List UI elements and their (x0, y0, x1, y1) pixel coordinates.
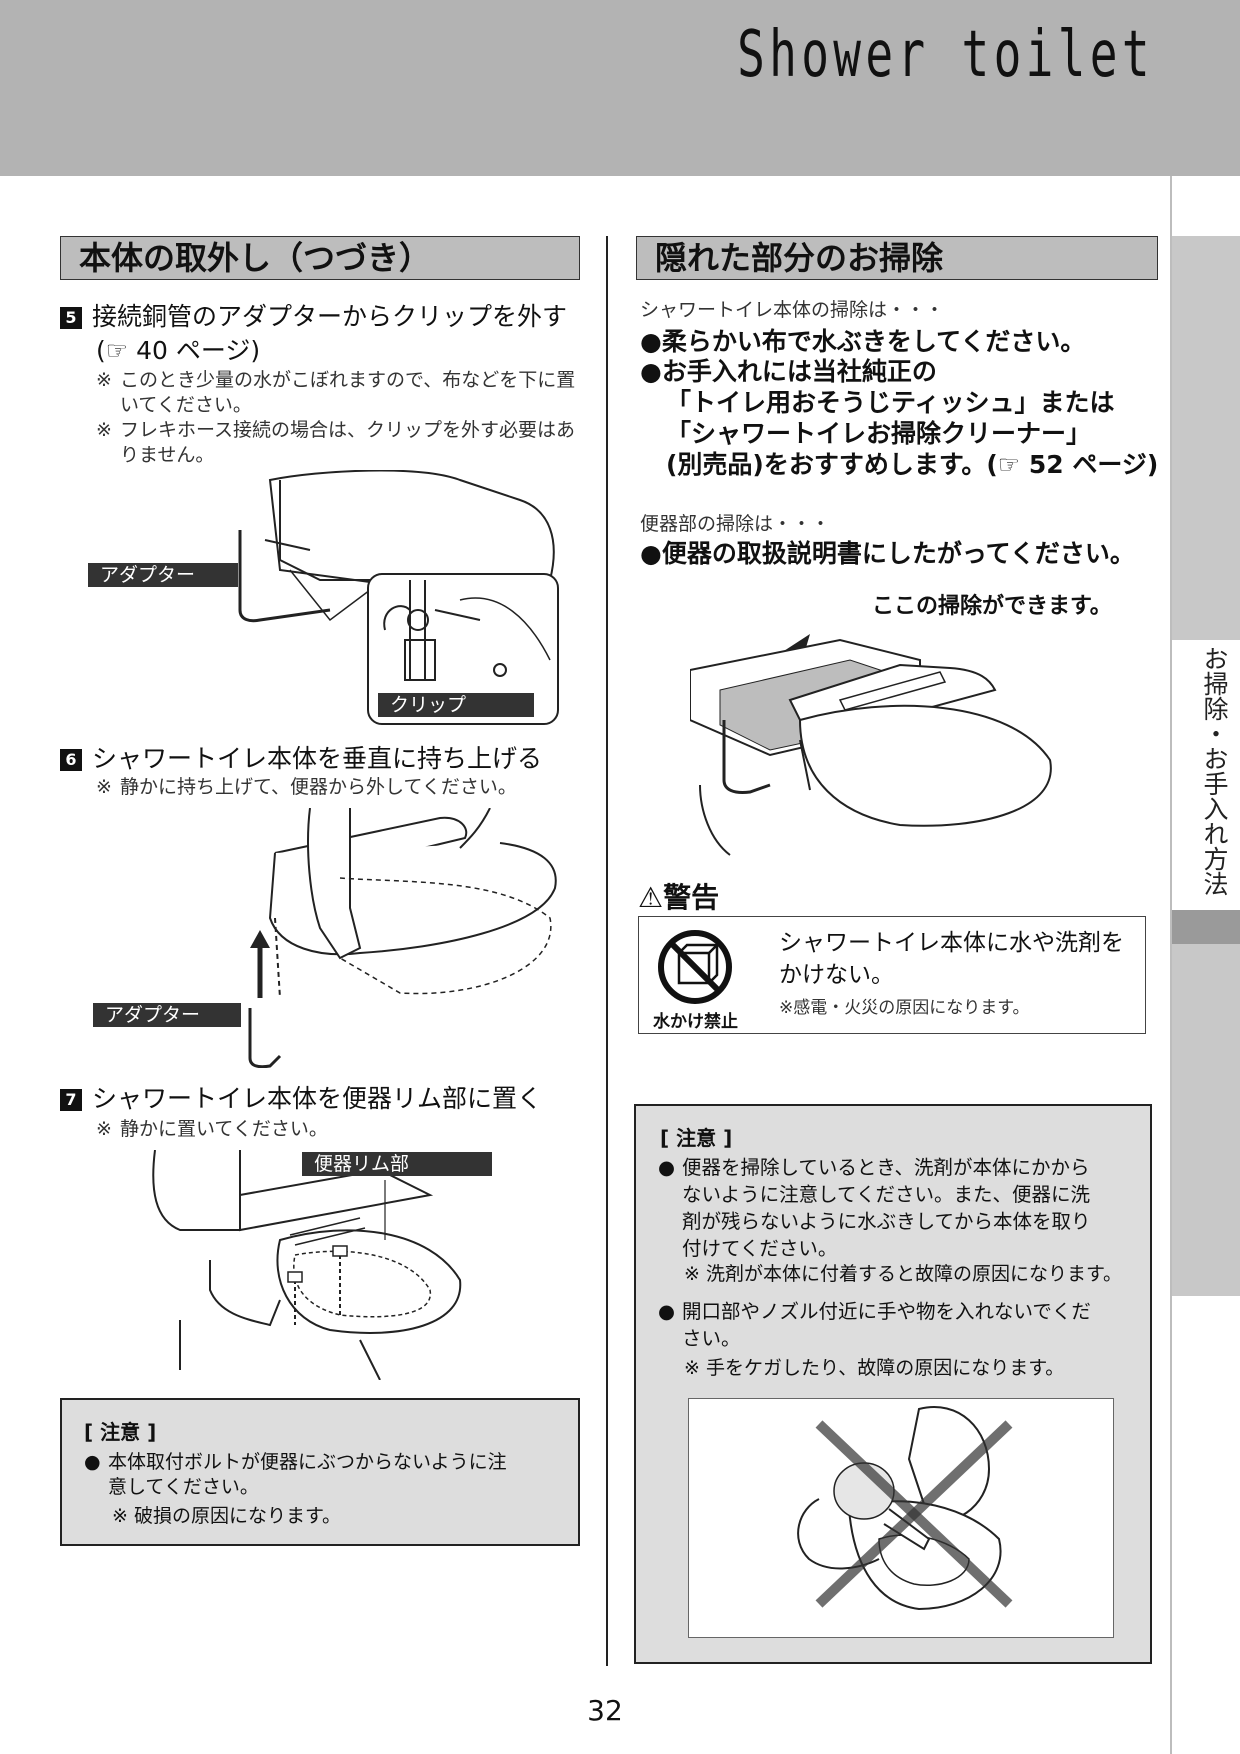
hand-in-nozzle-illustration (797, 1406, 1013, 1611)
warning-heading: ⚠警告 (638, 881, 720, 914)
page-number: 32 (587, 1694, 623, 1727)
bullet-genuine-products: ●お手入れには当社純正の 「トイレ用おそうじティッシュ」または 「シャワートイレ… (640, 357, 1159, 479)
step-number: 5 (60, 307, 82, 329)
cleanable-callout: ここの掃除ができます。 (872, 594, 1112, 619)
side-tab-marker (1172, 910, 1240, 944)
label-adapter-1: アダプター (88, 563, 238, 587)
caution-item-1: ● 便器を掃除しているとき、洗剤が本体にかから ないように注意してください。また… (658, 1156, 1091, 1260)
step-6-title: シャワートイレ本体を垂直に持ち上げる (92, 744, 543, 773)
step-5-ref: (☞ 40 ページ) (96, 336, 261, 365)
warning-sub: ※感電・火災の原因になります。 (779, 998, 1030, 1018)
intro-body-cleaning: シャワートイレ本体の掃除は・・・ (640, 299, 945, 321)
step-7: 7 シャワートイレ本体を便器リム部に置く (60, 1082, 600, 1115)
hidden-part-illustration (690, 634, 1052, 856)
step-7-title: シャワートイレ本体を便器リム部に置く (92, 1084, 543, 1113)
warning-box: 水かけ禁止 シャワートイレ本体に水や洗剤を かけない。 ※感電・火災の原因になり… (638, 916, 1146, 1034)
caution-sub-1: ※ 洗剤が本体に付着すると故障の原因になります。 (684, 1263, 1123, 1285)
bullet-soft-cloth: ●柔らかい布で水ぶきをしてください。 (640, 327, 1086, 356)
caution-item: ●本体取付ボルトが便器にぶつからないように注意してください。 (84, 1451, 507, 1498)
label-adapter-2: アダプター (93, 1003, 241, 1027)
caution-item-2: ● 開口部やノズル付近に手や物を入れないでくだ さい。 (658, 1300, 1091, 1350)
side-index-tab (1172, 236, 1240, 1296)
bullet-bowl-manual: ●便器の取扱説明書にしたがってください。 (640, 539, 1135, 568)
page-header: Shower toilet (0, 0, 1240, 176)
step-5-note-2: ※フレキホース接続の場合は、クリップを外す必要はありません。 (96, 419, 576, 466)
step-number: 6 (60, 749, 82, 771)
step-6-note: ※静かに持ち上げて、便器から外してください。 (96, 776, 517, 798)
left-caution-box: [ 注意 ] ●本体取付ボルトが便器にぶつからないように注意してください。 ※ … (60, 1398, 580, 1546)
caution-title: [ 注意 ] (660, 1126, 733, 1150)
warning-text: シャワートイレ本体に水や洗剤を かけない。 (779, 930, 1124, 988)
warning-triangle-icon: ⚠ (638, 881, 664, 914)
step-6: 6 シャワートイレ本体を垂直に持ち上げる (60, 742, 600, 775)
adapter-clip-illustration (238, 470, 559, 725)
caution-sub: ※ 破損の原因になります。 (112, 1505, 342, 1527)
step-5: 5 接続銅管のアダプターからクリップを外す (60, 300, 590, 333)
right-edge-rule (1170, 176, 1172, 1754)
caution-title: [ 注意 ] (84, 1420, 157, 1444)
left-section-title: 本体の取外し（つづき） (60, 236, 580, 280)
intro-bowl-cleaning: 便器部の掃除は・・・ (640, 513, 831, 535)
step-5-title: 接続銅管のアダプターからクリップを外す (92, 302, 568, 331)
step-5-note-1: ※このとき少量の水がこぼれますので、布などを下に置いてください。 (96, 369, 576, 416)
side-tab-label: お掃除・お手入れ方法 (1200, 646, 1229, 896)
right-section-title: 隠れた部分のお掃除 (636, 236, 1158, 280)
right-caution-box: [ 注意 ] ● 便器を掃除しているとき、洗剤が本体にかから ないように注意して… (634, 1104, 1152, 1664)
no-water-label: 水かけ禁止 (653, 1012, 738, 1032)
label-rim: 便器リム部 (302, 1152, 492, 1176)
caution-sub-2: ※ 手をケガしたり、故障の原因になります。 (684, 1357, 1065, 1379)
lift-seat-illustration (248, 808, 557, 1068)
column-divider (606, 236, 608, 1666)
side-tab-active (1172, 640, 1240, 942)
brand-logo: Shower toilet (737, 18, 1154, 92)
place-on-rim-illustration (152, 1150, 462, 1380)
do-not-insert-illustration-frame (688, 1398, 1114, 1638)
no-water-spray-icon (658, 930, 732, 1004)
label-clip: クリップ (378, 693, 534, 717)
step-number: 7 (60, 1089, 82, 1111)
step-7-note: ※静かに置いてください。 (96, 1118, 328, 1140)
